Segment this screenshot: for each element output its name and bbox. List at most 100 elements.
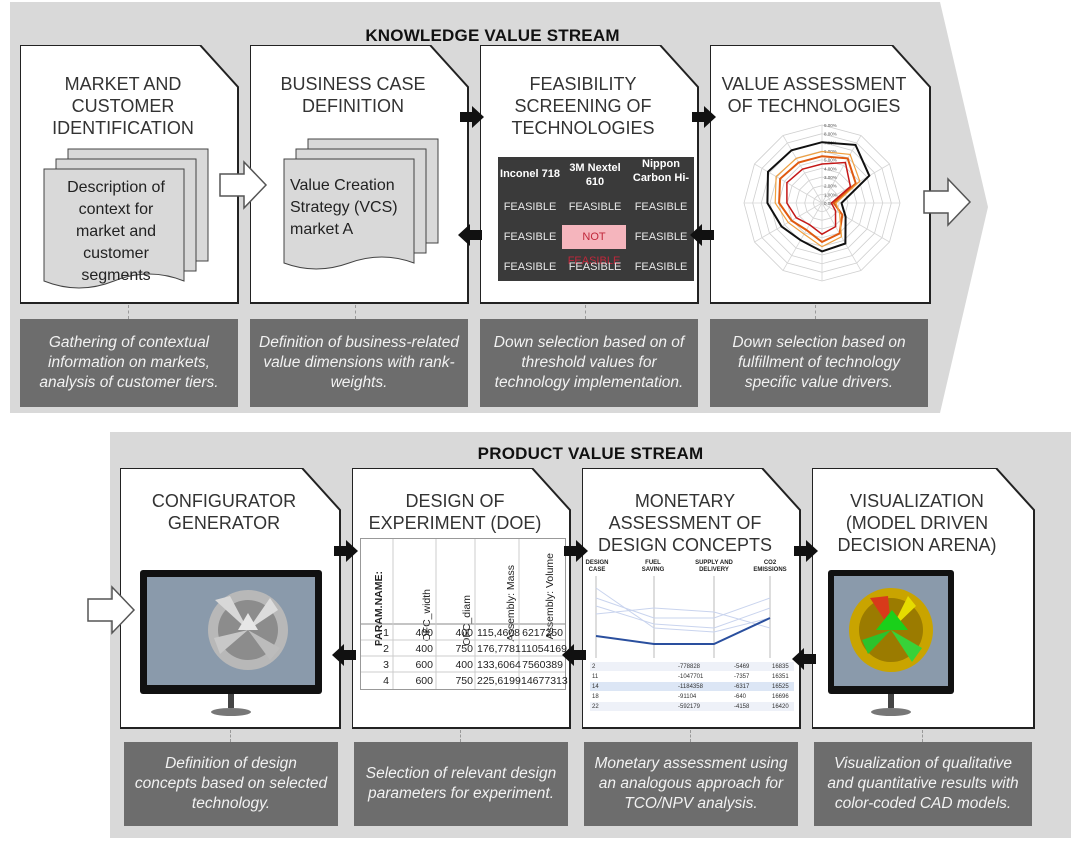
radar-spoke — [821, 135, 862, 204]
connector-line — [230, 730, 231, 742]
card-title-value-assessment: VALUE ASSESSMENT OF TECHNOLOGIES — [721, 74, 907, 116]
product-band-title: PRODUCT VALUE STREAM — [477, 444, 704, 463]
radar-spoke — [754, 163, 823, 204]
description-market: Gathering of contextual information on m… — [20, 319, 238, 407]
feasibility-cell: FEASIBLE — [634, 231, 688, 243]
doe-cell: 2 — [383, 643, 389, 655]
doe-cell: 750 — [455, 643, 473, 655]
connector-line — [585, 305, 586, 319]
doe-cell: 11054169 — [521, 643, 567, 655]
feasibility-cell: FEASIBLE — [568, 201, 622, 213]
radar-chart: 9.00%8.00%7.00%6.00%5.00%4.00%3.00%2.00%… — [743, 123, 901, 282]
doe-cell: 600 — [415, 659, 433, 671]
radar-tick-label: 6.00% — [824, 149, 837, 154]
parallel-axis-label: DESIGN CASE — [585, 560, 609, 573]
doe-grid — [361, 539, 565, 689]
monetary-cell: 18 — [592, 694, 599, 700]
back-arrow-icon — [332, 644, 356, 666]
feasibility-table: Inconel 718 3M Nextel 610 Nippon Carbon … — [498, 157, 694, 281]
parallel-axis-label: FUEL SAVING — [641, 560, 665, 573]
forward-arrow-icon — [794, 540, 818, 562]
radar-tick-label: 1.00% — [824, 192, 837, 197]
card-title-market: MARKET AND CUSTOMER IDENTIFICATION — [52, 74, 194, 138]
monetary-cell: -5469 — [734, 664, 750, 670]
radar-series-outline — [766, 141, 871, 253]
parallel-axis-label: CO2 EMISSIONS — [753, 560, 787, 573]
forward-arrow-icon — [692, 106, 716, 128]
doe-cell: 176,7781 — [477, 643, 521, 655]
doe-cell: 600 — [415, 675, 433, 687]
radar-series-outline — [774, 150, 861, 248]
description-business: Definition of business-related value dim… — [250, 319, 468, 407]
monetary-cell: -1184358 — [678, 684, 703, 690]
doe-cell: 400 — [455, 659, 473, 671]
feasibility-cell: FEASIBLE — [568, 261, 622, 273]
monetary-cell: 14 — [592, 684, 599, 690]
doe-cell: 1 — [383, 627, 389, 639]
feasibility-header: 3M Nextel 610 — [569, 162, 621, 188]
monetary-cell: -592179 — [678, 704, 701, 710]
radar-tick-label: 8.00% — [824, 132, 837, 137]
doe-cell: 3 — [383, 659, 389, 671]
radar-series-outline — [786, 161, 852, 236]
monetary-cell: -4158 — [734, 704, 750, 710]
input-arrow-icon — [219, 160, 268, 210]
input-arrow-icon — [87, 585, 136, 635]
card-title-visualization: VISUALIZATION (MODEL DRIVEN DECISION ARE… — [837, 491, 997, 555]
card-title-business: BUSINESS CASE DEFINITION — [280, 74, 426, 116]
doe-cell: 750 — [455, 675, 473, 687]
monetary-cell: 16835 — [772, 664, 789, 670]
radar-spoke — [821, 202, 890, 243]
doe-cell: 400 — [415, 643, 433, 655]
monetary-cell: -6317 — [734, 684, 750, 690]
feasibility-cell: FEASIBLE — [503, 261, 557, 273]
feasibility-header: Inconel 718 — [500, 168, 560, 180]
description-value-assessment: Down selection based on fulfillment of t… — [710, 319, 928, 407]
back-arrow-icon — [562, 644, 586, 666]
output-arrow-icon — [923, 177, 972, 227]
radar-tick-label: 9.00% — [824, 123, 837, 128]
back-arrow-icon — [792, 648, 816, 670]
monetary-cell: 16420 — [772, 704, 789, 710]
card-monetary: MONETARY ASSESSMENT OF DESIGN CONCEPTS D… — [582, 468, 802, 730]
radar-spoke — [782, 202, 823, 271]
description-monetary: Monetary assessment using an analogous a… — [584, 742, 798, 826]
parallel-coordinates-plot — [590, 576, 794, 711]
card-title-configurator: CONFIGURATOR GENERATOR — [151, 491, 297, 533]
description-feasibility: Down selection based on of threshold val… — [480, 319, 698, 407]
feasibility-cell: FEASIBLE — [634, 201, 688, 213]
connector-line — [355, 305, 356, 319]
document-stack-icon — [283, 138, 439, 270]
card-visualization: VISUALIZATION (MODEL DRIVEN DECISION ARE… — [812, 468, 1036, 730]
feasibility-cell-not-feasible: NOT FEASIBLE — [562, 225, 626, 267]
card-doe: DESIGN OF EXPERIMENT (DOE) PARAM.NAME: O… — [352, 468, 572, 730]
parallel-axis-label: SUPPLY AND DELIVERY — [695, 560, 733, 573]
connector-line — [460, 730, 461, 742]
doe-cell: 7560389 — [522, 659, 563, 671]
description-configurator: Definition of design concepts based on s… — [124, 742, 338, 826]
monetary-cell: 22 — [592, 704, 599, 710]
monetary-cell: -1047701 — [678, 674, 704, 680]
doe-cell: 225,6199 — [477, 675, 521, 687]
monitor-color-cad-icon — [828, 570, 954, 716]
monetary-cell: 11 — [592, 674, 599, 680]
radar-tick-label: 5.00% — [824, 158, 837, 163]
feasibility-cell: FEASIBLE — [503, 201, 557, 213]
radar-tick-label: 2.00% — [824, 184, 837, 189]
radar-tick-label: 0.00% — [824, 201, 837, 206]
card-value-assessment: VALUE ASSESSMENT OF TECHNOLOGIES 9.00% 8.… — [710, 45, 932, 305]
monetary-cell: 16525 — [772, 684, 789, 690]
radar-tick-label: 3.00% — [824, 175, 837, 180]
monetary-cell: 16351 — [772, 674, 789, 680]
doe-cell: 400 — [455, 627, 473, 639]
forward-arrow-icon — [460, 106, 484, 128]
doe-cell: 115,4608 — [477, 627, 521, 639]
knowledge-band-title: KNOWLEDGE VALUE STREAM — [365, 26, 620, 45]
card-title-feasibility: FEASIBILITY SCREENING OF TECHNOLOGIES — [511, 74, 655, 138]
back-arrow-icon — [458, 224, 482, 246]
monitor-cad-icon — [140, 570, 322, 716]
feasibility-cell: FEASIBLE — [634, 261, 688, 273]
description-doe: Selection of relevant design parameters … — [354, 742, 568, 826]
doe-cell: 14677313 — [521, 675, 568, 687]
radar-series-outline — [778, 155, 857, 244]
